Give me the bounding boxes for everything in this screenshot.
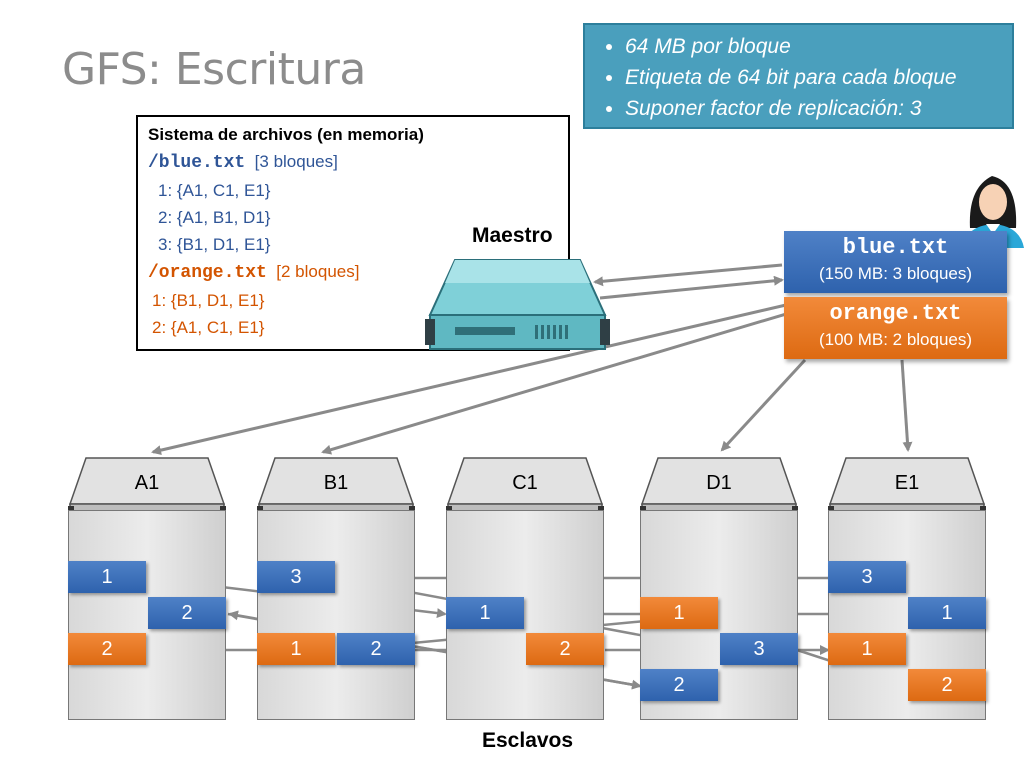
- orange-file-desc: (100 MB: 2 bloques): [818, 330, 973, 349]
- blue-chunk: 1: [68, 561, 146, 593]
- slave-name: A1: [134, 472, 160, 494]
- blue-chunk: 2: [148, 597, 226, 629]
- blue-chunk: 3: [257, 561, 335, 593]
- slave-name: C1: [512, 472, 538, 494]
- info-item: Suponer factor de replicación: 3: [625, 93, 1012, 124]
- master-label: Maestro: [472, 224, 553, 247]
- orange-file-path: /orange.txt: [148, 263, 267, 283]
- orange-file-name: orange.txt: [829, 301, 962, 326]
- blue-file-desc: (150 MB: 3 bloques): [818, 264, 973, 283]
- info-item: 64 MB por bloque: [625, 31, 1012, 62]
- blue-chunk-entry: 1: {A1, C1, E1}: [158, 181, 271, 200]
- arrow-master-to-client: [599, 275, 784, 300]
- orange-file-box: orange.txt (100 MB: 2 bloques): [784, 297, 1007, 359]
- slave-name: D1: [706, 472, 732, 494]
- server-icon: [425, 259, 610, 350]
- orange-chunk: 1: [828, 633, 906, 665]
- slaves-label: Esclavos: [482, 729, 574, 752]
- blue-chunk: 1: [446, 597, 524, 629]
- slave-name: B1: [323, 472, 349, 494]
- blue-chunk: 2: [337, 633, 415, 665]
- blue-file-path: /blue.txt: [148, 153, 246, 173]
- arrow-client-to-d1: [720, 358, 807, 452]
- blue-file-box: blue.txt (150 MB: 3 bloques): [784, 231, 1007, 293]
- arrow-client-to-b1: [321, 312, 787, 455]
- orange-chunk: 1: [640, 597, 718, 629]
- filesystem-header: Sistema de archivos (en memoria): [148, 125, 424, 144]
- arrow-client-to-e1: [900, 359, 913, 452]
- page-title: GFS: Escritura: [62, 44, 366, 95]
- blue-file-count: [3 bloques]: [254, 152, 338, 171]
- orange-chunk: 2: [908, 669, 986, 701]
- slave-server-b1: [257, 510, 415, 720]
- info-box: 64 MB por bloque Etiqueta de 64 bit para…: [583, 23, 1014, 129]
- arrow-client-to-a1: [151, 303, 787, 456]
- orange-chunk-entry: 2: {A1, C1, E1}: [152, 318, 265, 337]
- orange-chunk: 2: [526, 633, 604, 665]
- blue-chunk: 2: [640, 669, 718, 701]
- blue-chunk: 3: [828, 561, 906, 593]
- orange-chunk: 2: [68, 633, 146, 665]
- blue-chunk: 1: [908, 597, 986, 629]
- blue-chunk-entry: 3: {B1, D1, E1}: [158, 235, 271, 254]
- blue-chunk-entry: 2: {A1, B1, D1}: [158, 208, 271, 227]
- slave-name: E1: [894, 472, 920, 494]
- orange-chunk-entry: 1: {B1, D1, E1}: [152, 291, 265, 310]
- orange-chunk: 1: [257, 633, 335, 665]
- blue-file-name: blue.txt: [842, 235, 949, 260]
- orange-file-count: [2 bloques]: [276, 262, 360, 281]
- arrow-client-to-master: [593, 263, 783, 287]
- info-item: Etiqueta de 64 bit para cada bloque: [625, 62, 1012, 93]
- blue-chunk: 3: [720, 633, 798, 665]
